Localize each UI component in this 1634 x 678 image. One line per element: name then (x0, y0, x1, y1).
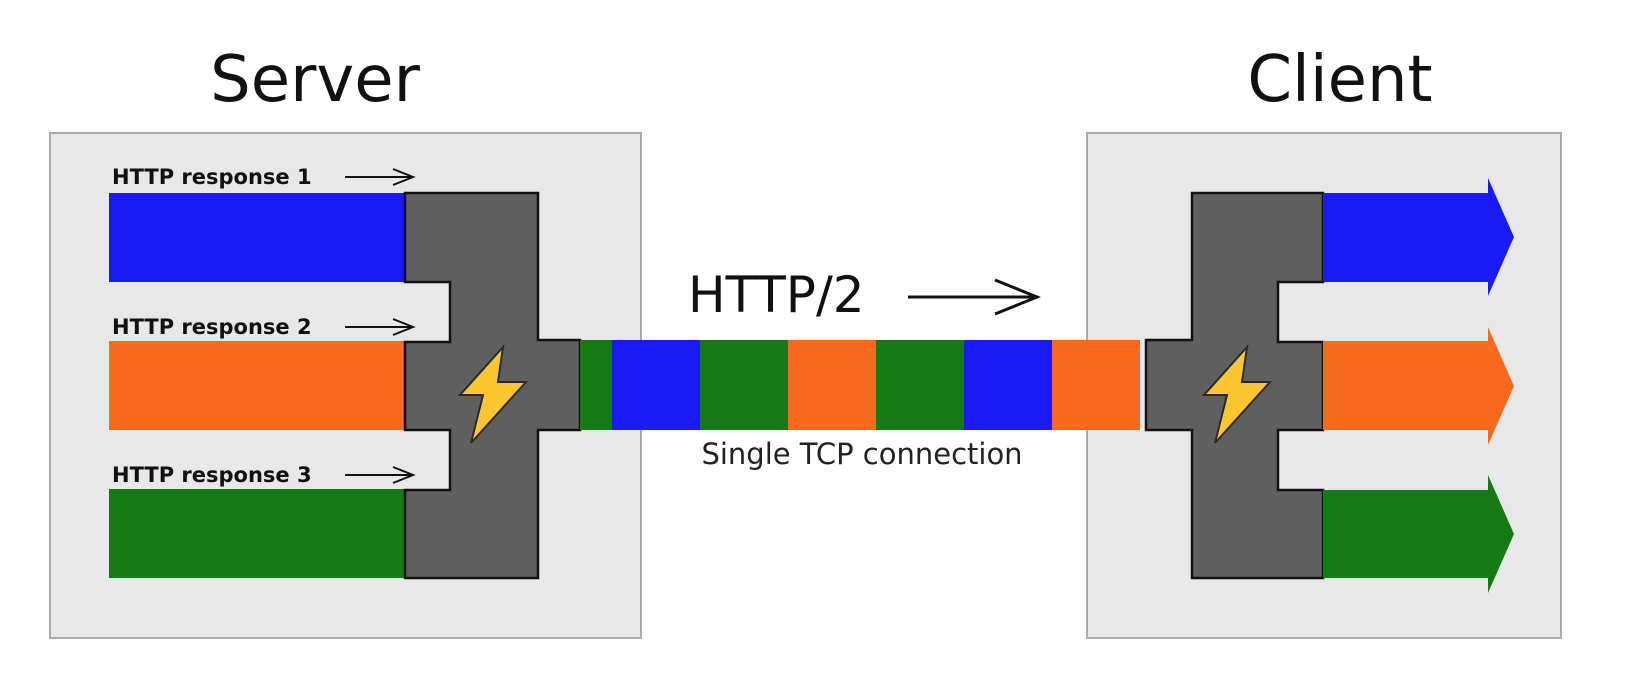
server-title: Server (210, 43, 421, 117)
tcp-frame-green (876, 340, 964, 430)
arrow-right-icon (345, 168, 416, 186)
tcp-frame-green (580, 340, 612, 430)
tcp-frame-blue (612, 340, 700, 430)
connection-caption: Single TCP connection (701, 437, 1022, 471)
server-stream-3 (109, 489, 407, 578)
client-title: Client (1247, 43, 1432, 117)
tcp-frame-strip (580, 340, 1140, 430)
arrow-right-icon (345, 466, 416, 484)
lightning-icon (457, 343, 529, 444)
server-stream-2 (109, 341, 407, 430)
arrow-right-icon (908, 278, 1041, 316)
client-stream-3-arrow (1323, 475, 1514, 593)
client-stream-1-arrow (1323, 178, 1514, 296)
response-label-2: HTTP response 2 (112, 315, 312, 339)
tcp-frame-orange (1052, 340, 1140, 430)
response-label-1: HTTP response 1 (112, 165, 312, 189)
tcp-frame-orange (788, 340, 876, 430)
protocol-label: HTTP/2 (688, 266, 865, 324)
server-stream-1 (109, 193, 407, 282)
tcp-frame-blue (964, 340, 1052, 430)
response-label-3: HTTP response 3 (112, 463, 312, 487)
lightning-icon (1201, 343, 1273, 444)
arrow-right-icon (345, 318, 416, 336)
tcp-frame-green (700, 340, 788, 430)
client-stream-2-arrow (1323, 327, 1514, 445)
